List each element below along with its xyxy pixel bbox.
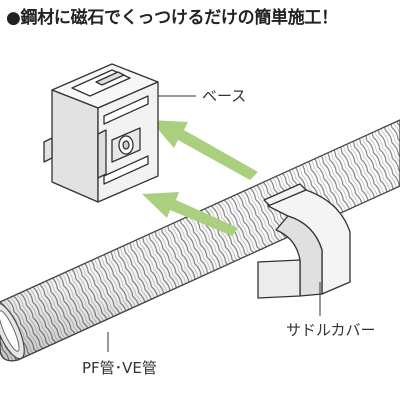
mount-arrow-upper (150, 120, 258, 180)
base-label: ベース (202, 87, 246, 105)
installation-diagram: ベース サドルカバー PF管･VE管 (0, 63, 400, 377)
headline-text: ●鋼材に磁石でくっつけるだけの簡単施工！ (6, 8, 338, 28)
conduit-pipe (0, 119, 400, 362)
saddle-cover (257, 183, 351, 299)
base-part (43, 63, 159, 203)
conduit-label: PF管･VE管 (82, 359, 157, 377)
saddle-cover-label: サドルカバー (286, 321, 376, 339)
mount-arrow-lower (142, 192, 238, 236)
